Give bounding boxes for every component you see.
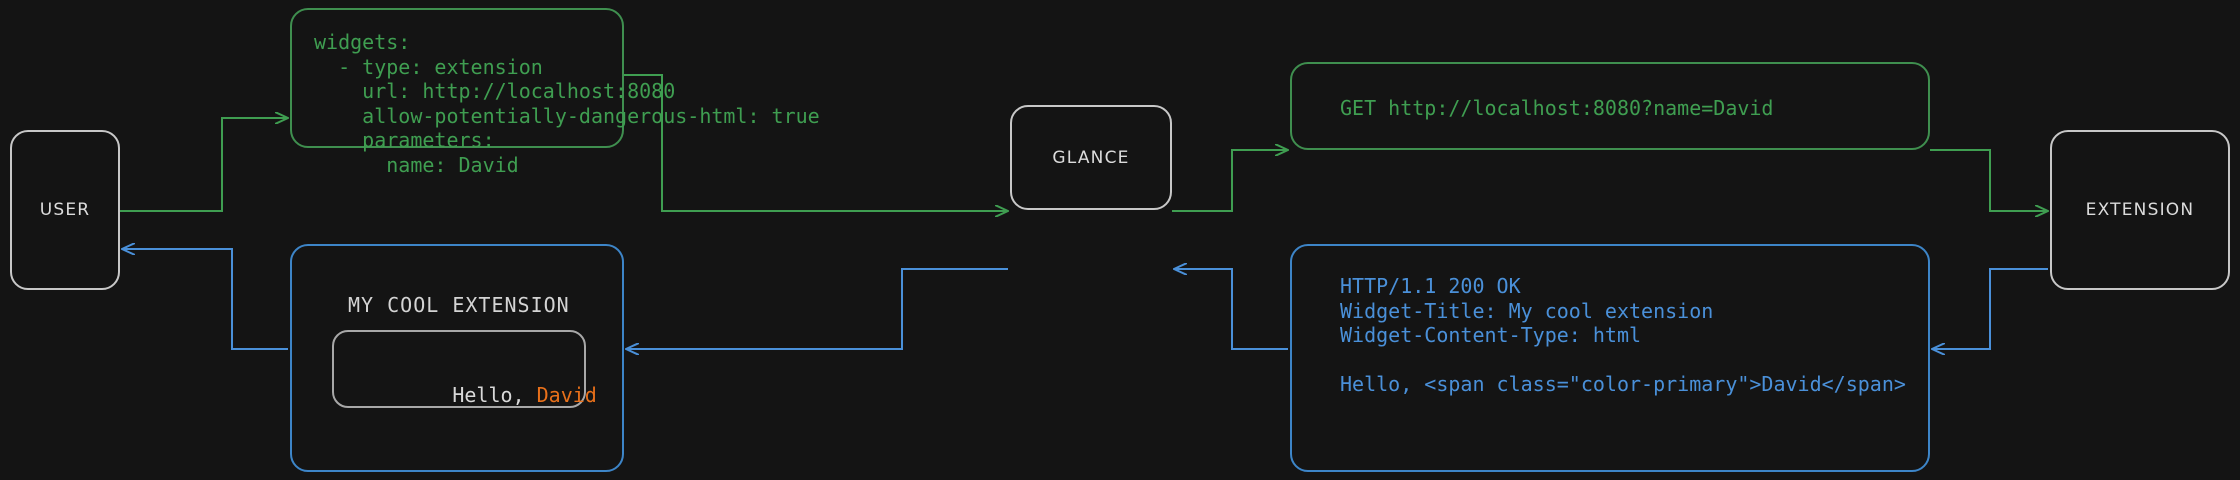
config-box: widgets: - type: extension url: http://l… <box>290 8 820 177</box>
node-user-label: USER <box>39 200 91 220</box>
widget-box: MY COOL EXTENSION Hello, David <box>290 244 624 472</box>
request-box: GET http://localhost:8080?name=David <box>1290 62 1930 150</box>
response-box-text: HTTP/1.1 200 OK Widget-Title: My cool ex… <box>1340 274 1906 396</box>
connector-user-to-config <box>120 118 288 212</box>
widget-greeting-name: David <box>536 383 597 407</box>
widget-greeting: Hello, David <box>356 359 597 431</box>
connector-glance-to-request <box>1172 150 1288 212</box>
config-box-text: widgets: - type: extension url: http://l… <box>314 30 820 177</box>
connector-request-to-extension <box>1930 149 2048 211</box>
node-extension-label: EXTENSION <box>2085 200 2195 220</box>
response-box: HTTP/1.1 200 OK Widget-Title: My cool ex… <box>1290 244 1930 472</box>
request-box-text: GET http://localhost:8080?name=David <box>1340 96 1774 120</box>
node-extension[interactable]: EXTENSION <box>2050 130 2230 290</box>
widget-box-title: MY COOL EXTENSION <box>348 293 570 317</box>
node-glance-label: GLANCE <box>1052 147 1130 168</box>
connector-response-to-glance <box>1174 269 1288 350</box>
connector-extension-to-response <box>1932 268 2048 349</box>
node-user[interactable]: USER <box>10 130 120 290</box>
connector-widget-to-user <box>122 249 288 350</box>
node-glance[interactable]: GLANCE <box>1010 105 1172 210</box>
connector-glance-to-widget <box>626 268 1008 349</box>
widget-inner-box: Hello, David <box>332 330 597 408</box>
widget-greeting-prefix: Hello, <box>452 383 537 407</box>
